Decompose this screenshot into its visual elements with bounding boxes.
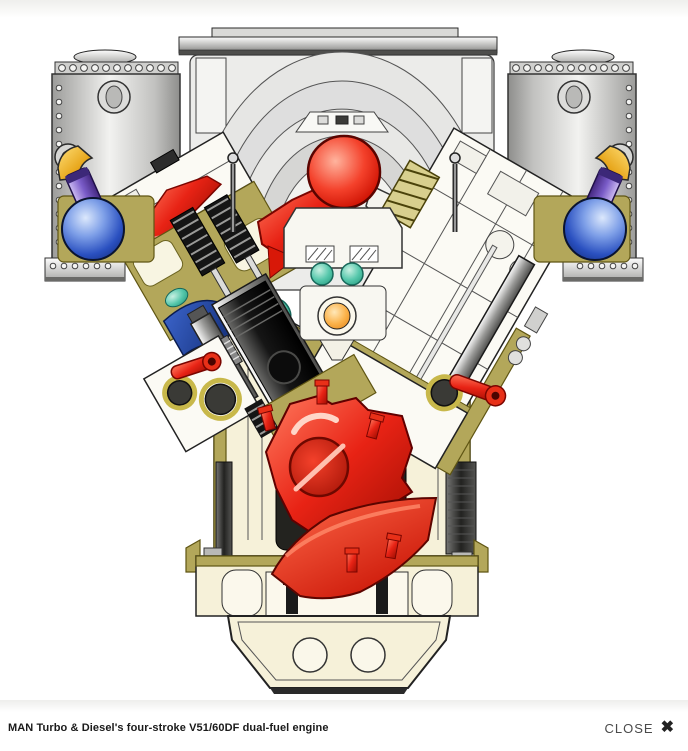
stud-post-right <box>449 152 461 232</box>
blue-sphere-accumulator-right <box>563 197 627 261</box>
image-caption: MAN Turbo & Diesel's four-stroke V51/60D… <box>8 722 329 734</box>
v-bracket <box>319 339 355 361</box>
stud <box>314 379 330 405</box>
stud-post-left <box>227 152 239 232</box>
crankshaft-assembly <box>257 379 438 600</box>
valve-ball-left <box>310 262 334 286</box>
oil-pan <box>226 615 452 694</box>
tank-accessories-right <box>533 143 634 263</box>
footer-divider <box>0 700 688 712</box>
stud <box>344 547 360 573</box>
crankpin-big-end <box>306 134 382 210</box>
close-icon: ✖ <box>660 719 674 736</box>
center-assembly <box>227 134 461 361</box>
close-label: CLOSE <box>604 720 654 736</box>
hatched-block <box>305 245 335 263</box>
cam-roller <box>323 302 351 330</box>
blue-sphere-accumulator-left <box>61 197 125 261</box>
bellows-block <box>379 159 441 229</box>
rod-fork <box>267 245 297 279</box>
engine-diagram <box>0 0 688 694</box>
main-bearing-saddle <box>283 207 403 269</box>
cylinder-bank-right <box>295 127 585 476</box>
top-band <box>0 0 688 18</box>
rocker-link <box>449 374 507 407</box>
hatched-block <box>349 245 379 263</box>
footer-bar: MAN Turbo & Diesel's four-stroke V51/60D… <box>0 700 688 751</box>
camshaft-chamber <box>142 334 262 453</box>
stud <box>257 404 277 432</box>
pan-hole <box>350 637 386 673</box>
close-button[interactable]: CLOSE ✖ <box>601 718 678 738</box>
stud <box>365 412 385 440</box>
rocker-link <box>170 351 222 380</box>
pan-hole <box>292 637 328 673</box>
tank-accessories-left <box>54 143 155 263</box>
valve-ball-right <box>340 262 364 286</box>
coupling-ribbed <box>445 461 477 566</box>
bearing-rail-left <box>215 461 233 563</box>
stud <box>384 532 402 560</box>
rivets-top <box>58 64 176 72</box>
